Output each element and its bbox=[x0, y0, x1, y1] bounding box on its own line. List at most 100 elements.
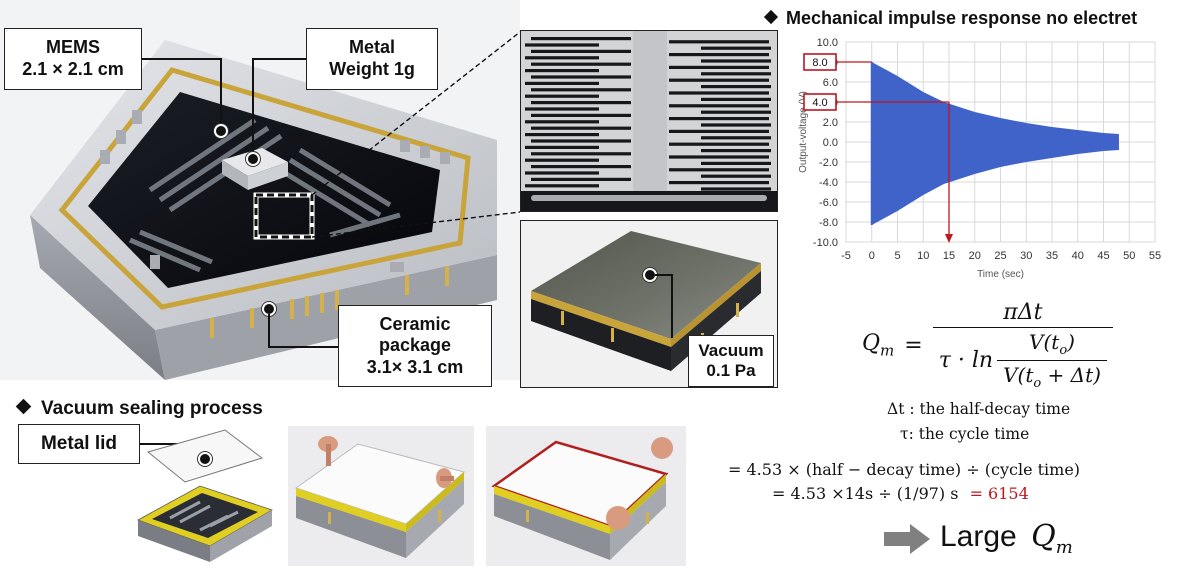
comb-finger bbox=[701, 161, 771, 165]
comb-finger bbox=[531, 62, 631, 66]
mems-label: MEMS bbox=[46, 37, 100, 58]
chart-title: Mechanical impulse response no electret bbox=[786, 8, 1138, 28]
x-tick-label: 40 bbox=[1072, 250, 1084, 262]
x-tick-label: 0 bbox=[869, 250, 875, 262]
comb-finger bbox=[531, 126, 631, 130]
formula-equals: = bbox=[904, 333, 923, 358]
sealing-title-text: Vacuum sealing process bbox=[41, 398, 263, 419]
lid-marker-dot bbox=[198, 452, 212, 466]
mems-size: 2.1 × 2.1 cm bbox=[22, 59, 124, 79]
comb-finger bbox=[531, 49, 631, 53]
sealing-step-sealed bbox=[486, 426, 686, 566]
comb-finger bbox=[701, 110, 771, 114]
x-tick-label: 50 bbox=[1123, 250, 1135, 262]
weight-leader-h bbox=[252, 58, 306, 60]
comb-finger bbox=[525, 145, 599, 149]
x-tick-label: 15 bbox=[943, 250, 955, 262]
calc-line-2-expr: = 4.53 ×14s ÷ (1/97) s bbox=[772, 484, 959, 503]
x-tick-label: -5 bbox=[841, 250, 851, 262]
vacuum-label: Vacuum bbox=[698, 340, 764, 360]
weight-label: Metal bbox=[348, 37, 395, 58]
x-tick-label: 30 bbox=[1020, 250, 1032, 262]
comb-finger bbox=[669, 181, 769, 185]
y-tick-label: 10.0 bbox=[817, 37, 838, 49]
x-tick-label: 35 bbox=[1046, 250, 1058, 262]
comb-finger bbox=[701, 136, 771, 140]
formula-denominator: τ · ln V(to) V(to + Δt) bbox=[932, 327, 1113, 391]
package-leader-h bbox=[268, 346, 338, 348]
comb-finger bbox=[531, 152, 631, 156]
sealing-step-exploded bbox=[137, 429, 273, 562]
comb-finger bbox=[525, 43, 599, 47]
weight-marker-dot bbox=[246, 152, 260, 166]
comb-finger bbox=[669, 168, 769, 172]
comb-finger bbox=[669, 129, 769, 133]
comb-finger bbox=[531, 113, 631, 117]
comb-finger bbox=[525, 94, 599, 98]
formula-inner-fraction: V(to) V(to + Δt) bbox=[997, 330, 1107, 391]
metal-lid-label: Metal lid bbox=[40, 432, 117, 454]
comb-finger bbox=[669, 155, 769, 159]
y-tick-label: -6.0 bbox=[819, 197, 838, 209]
comb-finger bbox=[531, 88, 631, 92]
metal-lid-callout: Metal lid bbox=[18, 424, 140, 464]
diamond-bullet-icon bbox=[763, 9, 779, 25]
formula-lhs: Qm bbox=[862, 331, 895, 360]
vacuum-leader-v bbox=[671, 274, 673, 338]
q-factor-formula: Qm = πΔt τ · ln V(to) V(to + Δt) bbox=[862, 300, 1113, 391]
comb-pattern bbox=[521, 31, 777, 211]
signal-envelope bbox=[871, 62, 1119, 225]
lid-leader-h bbox=[140, 443, 206, 445]
comb-finger bbox=[525, 69, 599, 73]
arrow-right-icon bbox=[884, 524, 930, 554]
formula-den-prefix: τ · ln bbox=[938, 348, 994, 373]
y-tick-label: -4.0 bbox=[819, 177, 838, 189]
mems-size-callout: MEMS 2.1 × 2.1 cm bbox=[4, 28, 142, 90]
y-axis-label: Output-voltage (V) bbox=[798, 91, 809, 173]
x-tick-label: 45 bbox=[1097, 250, 1109, 262]
comb-finger bbox=[525, 120, 599, 124]
comb-electrode-closeup bbox=[520, 30, 778, 212]
comb-finger bbox=[669, 104, 769, 108]
weight-leader-v bbox=[252, 58, 254, 156]
comb-finger bbox=[669, 91, 769, 95]
q-factor-result: = 6154 bbox=[969, 484, 1029, 503]
comb-finger bbox=[701, 174, 771, 178]
x-tick-label: 20 bbox=[969, 250, 981, 262]
comb-finger bbox=[531, 139, 631, 143]
weight-value: Weight 1g bbox=[329, 59, 415, 79]
sealing-section-title: Vacuum sealing process bbox=[15, 398, 263, 420]
chart-section-title: Mechanical impulse response no electret bbox=[763, 8, 1138, 29]
ceramic-package-callout: Ceramic package 3.1× 3.1 cm bbox=[338, 305, 492, 387]
half-decay-arrow-icon bbox=[945, 234, 953, 243]
impulse-response-chart: 10.08.06.04.02.00.0-2.0-4.0-6.0-8.0-10.0… bbox=[798, 37, 1161, 280]
y-tick-label: -8.0 bbox=[819, 217, 838, 229]
mems-leader-v bbox=[220, 58, 222, 130]
formula-numerator: πΔt bbox=[1003, 300, 1043, 325]
comb-finger bbox=[701, 123, 771, 127]
formula-inner-den: V(to + Δt) bbox=[997, 360, 1107, 391]
package-label-1: Ceramic bbox=[379, 313, 451, 334]
mems-leader-h bbox=[142, 58, 222, 60]
comb-finger bbox=[525, 133, 599, 137]
highlight-value-4: 4.0 bbox=[812, 97, 827, 109]
comb-finger bbox=[669, 142, 769, 146]
comb-finger bbox=[669, 117, 769, 121]
comb-finger bbox=[701, 187, 771, 191]
calc-line-1: = 4.53 × (half − decay time) ÷ (cycle ti… bbox=[728, 460, 1081, 479]
mems-marker-dot bbox=[214, 124, 228, 138]
comb-finger bbox=[525, 171, 599, 175]
package-leader-v bbox=[268, 314, 270, 348]
vacuum-leader-h bbox=[655, 274, 673, 276]
comb-finger bbox=[531, 37, 631, 41]
comb-finger bbox=[531, 75, 631, 79]
formula-inner-num: V(to) bbox=[1029, 330, 1075, 358]
x-tick-label: 25 bbox=[994, 250, 1006, 262]
metal-weight-callout: Metal Weight 1g bbox=[306, 28, 438, 90]
comb-finger bbox=[701, 59, 771, 63]
comb-finger bbox=[525, 107, 599, 111]
comb-finger bbox=[701, 72, 771, 76]
definition-delta-t: Δt : the half-decay time bbox=[887, 400, 1071, 418]
x-tick-label: 10 bbox=[917, 250, 929, 262]
package-label-2: package bbox=[378, 335, 452, 356]
